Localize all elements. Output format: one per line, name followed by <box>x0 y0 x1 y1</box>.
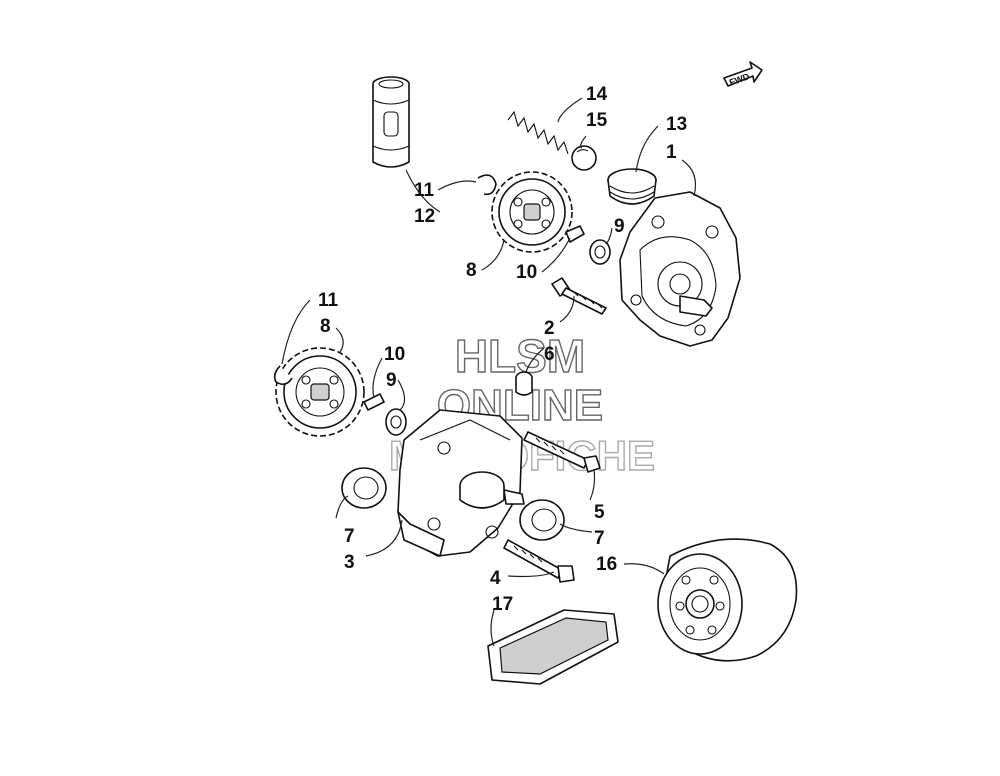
callout-17[interactable]: 17 <box>492 594 513 615</box>
part-16-oil-filter[interactable] <box>657 538 798 662</box>
part-10-pin-upper[interactable] <box>565 225 585 243</box>
callout-11-upper[interactable]: 11 <box>414 180 435 201</box>
part-5-bolt[interactable] <box>523 431 601 473</box>
part-7-seal-right[interactable] <box>519 499 565 541</box>
forward-arrow-icon: FWD <box>723 61 763 88</box>
callout-3[interactable]: 3 <box>344 552 355 573</box>
callout-8-lower[interactable]: 8 <box>320 316 331 337</box>
part-15-check-ball[interactable] <box>571 145 597 171</box>
callout-7-left[interactable]: 7 <box>344 526 355 547</box>
callout-13[interactable]: 13 <box>666 114 687 135</box>
part-11-circlip-upper[interactable] <box>477 174 497 196</box>
callout-10-lower[interactable]: 10 <box>384 344 405 365</box>
part-1-pump-housing-upper[interactable] <box>619 191 741 347</box>
part-9-washer-lower[interactable] <box>385 408 407 436</box>
part-3-pump-body-lower[interactable] <box>397 409 525 557</box>
part-8-drive-gear-upper[interactable] <box>491 171 573 253</box>
callout-11-lower[interactable]: 11 <box>318 290 339 311</box>
part-2-bolt[interactable] <box>551 277 607 315</box>
part-17-oil-screen[interactable] <box>487 609 619 685</box>
leader-lines <box>281 97 697 647</box>
callout-9-upper[interactable]: 9 <box>614 216 625 237</box>
part-12-strainer-tube[interactable] <box>372 76 410 168</box>
callout-12[interactable]: 12 <box>414 206 435 227</box>
part-10-pin-lower[interactable] <box>363 393 385 411</box>
part-14-relief-spring[interactable] <box>507 110 569 155</box>
part-8-drive-gear-lower[interactable] <box>275 347 365 437</box>
callout-4[interactable]: 4 <box>490 568 501 589</box>
callout-5[interactable]: 5 <box>594 502 605 523</box>
callout-8-upper[interactable]: 8 <box>466 260 477 281</box>
callout-9-lower[interactable]: 9 <box>386 370 397 391</box>
callout-16[interactable]: 16 <box>596 554 617 575</box>
callout-15[interactable]: 15 <box>586 110 608 131</box>
part-9-washer-upper[interactable] <box>589 239 611 265</box>
part-4-bolt[interactable] <box>503 539 575 583</box>
part-6-dowel[interactable] <box>515 371 533 396</box>
callout-2[interactable]: 2 <box>544 318 555 339</box>
callout-numbers: 14 15 13 1 11 12 8 10 9 2 6 11 8 10 9 7 … <box>318 84 687 615</box>
callout-14[interactable]: 14 <box>586 84 608 105</box>
callout-6[interactable]: 6 <box>544 344 555 365</box>
forward-arrow-label: FWD <box>728 71 751 88</box>
callout-7-right[interactable]: 7 <box>594 528 605 549</box>
callout-1[interactable]: 1 <box>666 142 677 163</box>
callout-10-upper[interactable]: 10 <box>516 262 537 283</box>
part-13-plug[interactable] <box>607 168 657 205</box>
part-7-seal-left[interactable] <box>341 467 387 509</box>
part-11-circlip-lower[interactable] <box>273 365 293 386</box>
